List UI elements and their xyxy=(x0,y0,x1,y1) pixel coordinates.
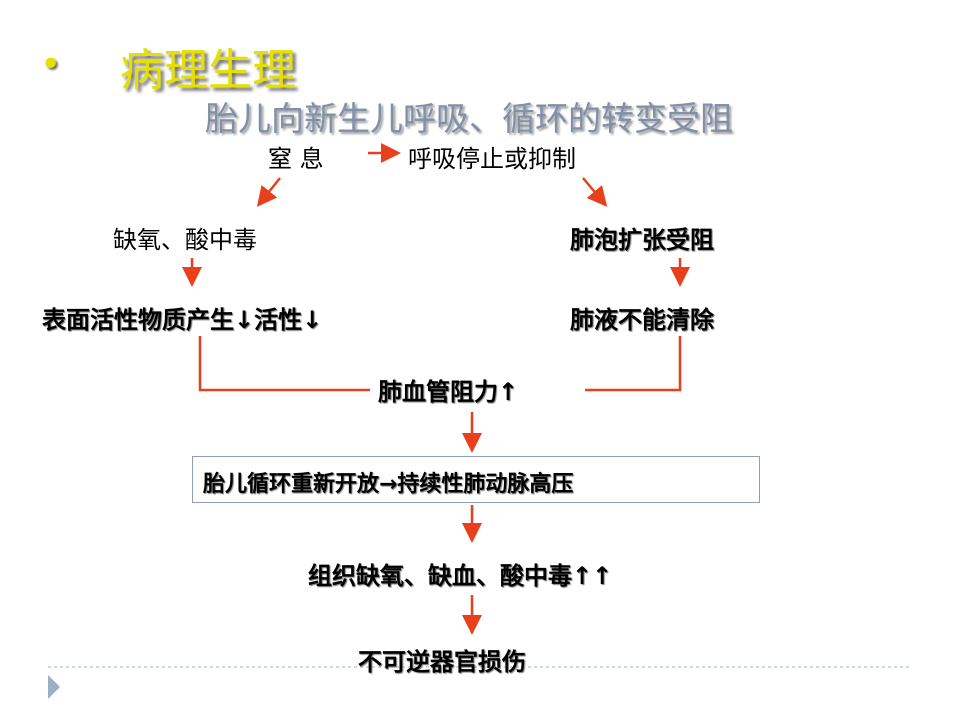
node-asphyxia: 窒 息 xyxy=(268,145,324,173)
node-hypoxia: 缺氧、酸中毒 xyxy=(113,226,257,254)
arrow-down-right xyxy=(582,177,608,207)
bullet: • xyxy=(40,44,62,85)
node-lung-fluid: 肺液不能清除 xyxy=(570,306,714,334)
nav-triangle-icon xyxy=(48,675,60,699)
slide-subtitle: 胎儿向新生儿呼吸、循环的转变受阻 xyxy=(205,99,733,138)
arrow-down-left xyxy=(256,177,281,207)
node-circulation: 胎儿循环重新开放→持续性肺动脉高压 xyxy=(203,472,574,497)
node-tissue: 组织缺氧、缺血、酸中毒↑↑ xyxy=(308,562,613,590)
node-respiratory: 呼吸停止或抑制 xyxy=(408,145,576,173)
node-alveoli: 肺泡扩张受阻 xyxy=(570,226,714,254)
slide-title: 病理生理 xyxy=(120,45,296,96)
node-damage: 不可逆器官损伤 xyxy=(358,648,526,676)
node-surfactant: 表面活性物质产生↓活性↓ xyxy=(42,306,323,334)
connector-left xyxy=(198,336,370,392)
connector-right xyxy=(585,336,682,392)
node-resistance: 肺血管阻力↑ xyxy=(378,378,519,406)
node-circulation-box: 胎儿循环重新开放→持续性肺动脉高压 xyxy=(192,456,760,503)
